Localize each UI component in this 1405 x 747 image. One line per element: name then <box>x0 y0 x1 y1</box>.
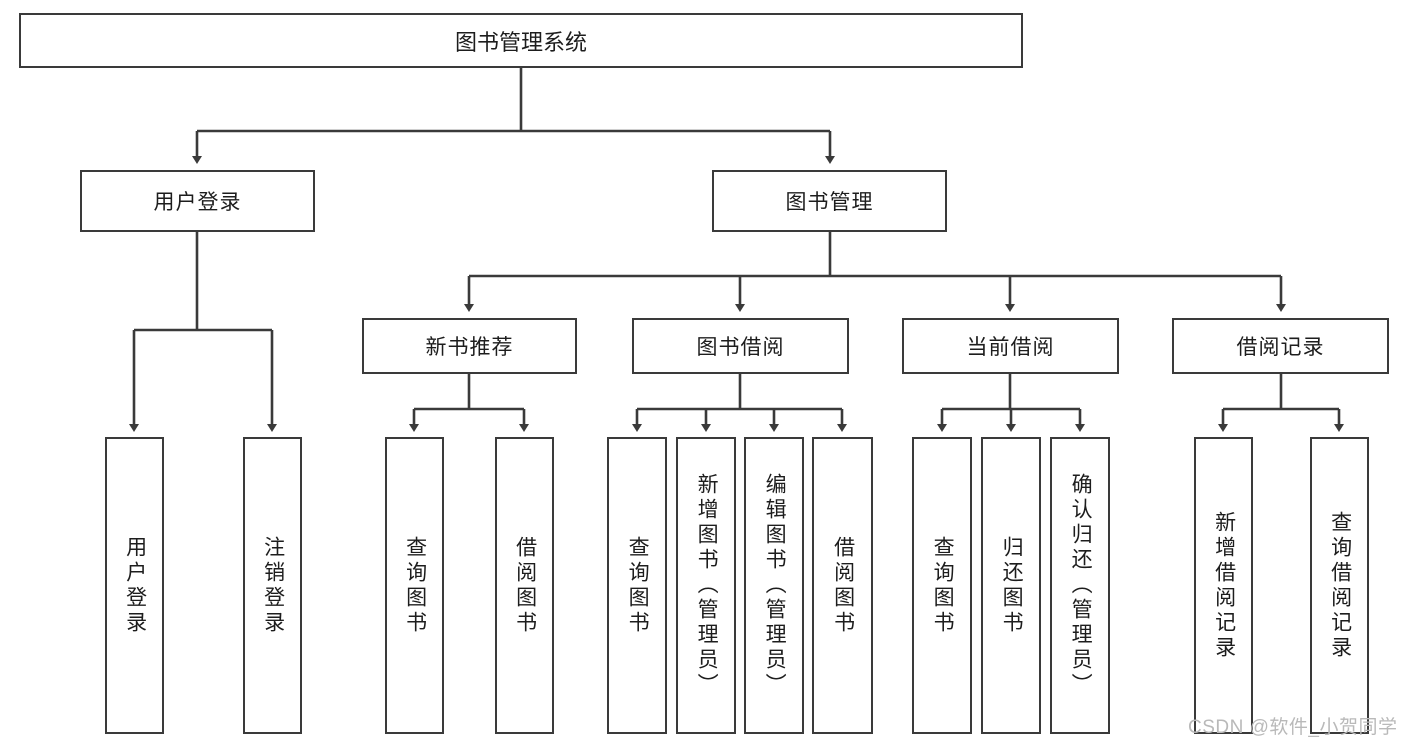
node-label: 图书管理系统 <box>454 29 587 55</box>
node-label: 编辑图书（管理员） <box>763 473 787 698</box>
node-label: 确认归还（管理员） <box>1069 473 1093 698</box>
node-label: 用户登录 <box>123 535 147 636</box>
leaf-current-search-book[interactable]: 查询图书 <box>912 437 972 734</box>
node-label: 查询图书 <box>931 535 955 636</box>
watermark: CSDN @软件_小贺同学 <box>1188 717 1398 738</box>
leaf-newbook-borrow-book[interactable]: 借阅图书 <box>495 437 554 734</box>
node-label: 图书借阅 <box>696 336 785 359</box>
node-label: 归还图书 <box>1000 535 1024 636</box>
leaf-current-confirm-return[interactable]: 确认归还（管理员） <box>1050 437 1110 734</box>
leaf-borrow-add-book[interactable]: 新增图书（管理员） <box>676 437 736 734</box>
node-label: 图书管理 <box>785 191 874 214</box>
node-book-management[interactable]: 图书管理 <box>712 170 947 232</box>
node-label: 当前借阅 <box>966 336 1055 359</box>
node-label: 查询图书 <box>403 535 427 636</box>
node-label: 借阅记录 <box>1236 336 1325 359</box>
leaf-borrow-borrow-book[interactable]: 借阅图书 <box>812 437 873 734</box>
node-label: 查询图书 <box>626 535 650 636</box>
leaf-newbook-search-book[interactable]: 查询图书 <box>385 437 444 734</box>
leaf-borrow-search-book[interactable]: 查询图书 <box>607 437 667 734</box>
node-label: 注销登录 <box>261 535 285 636</box>
node-book-borrow[interactable]: 图书借阅 <box>632 318 849 374</box>
node-new-book-recommend[interactable]: 新书推荐 <box>362 318 577 374</box>
node-label: 借阅图书 <box>513 535 537 636</box>
leaf-record-add-record[interactable]: 新增借阅记录 <box>1194 437 1253 734</box>
node-root-system[interactable]: 图书管理系统 <box>19 13 1023 68</box>
node-label: 新增图书（管理员） <box>695 473 719 698</box>
node-current-borrow[interactable]: 当前借阅 <box>902 318 1119 374</box>
node-label: 借阅图书 <box>831 535 855 636</box>
leaf-borrow-edit-book[interactable]: 编辑图书（管理员） <box>744 437 804 734</box>
leaf-current-return-book[interactable]: 归还图书 <box>981 437 1041 734</box>
node-label: 查询借阅记录 <box>1328 510 1352 661</box>
node-label: 新增借阅记录 <box>1212 510 1236 661</box>
leaf-user-login[interactable]: 用户登录 <box>105 437 164 734</box>
leaf-user-logout[interactable]: 注销登录 <box>243 437 302 734</box>
node-user-login[interactable]: 用户登录 <box>80 170 315 232</box>
node-label: 新书推荐 <box>425 336 514 359</box>
node-borrow-record[interactable]: 借阅记录 <box>1172 318 1389 374</box>
leaf-record-search-record[interactable]: 查询借阅记录 <box>1310 437 1369 734</box>
node-label: 用户登录 <box>153 191 242 214</box>
